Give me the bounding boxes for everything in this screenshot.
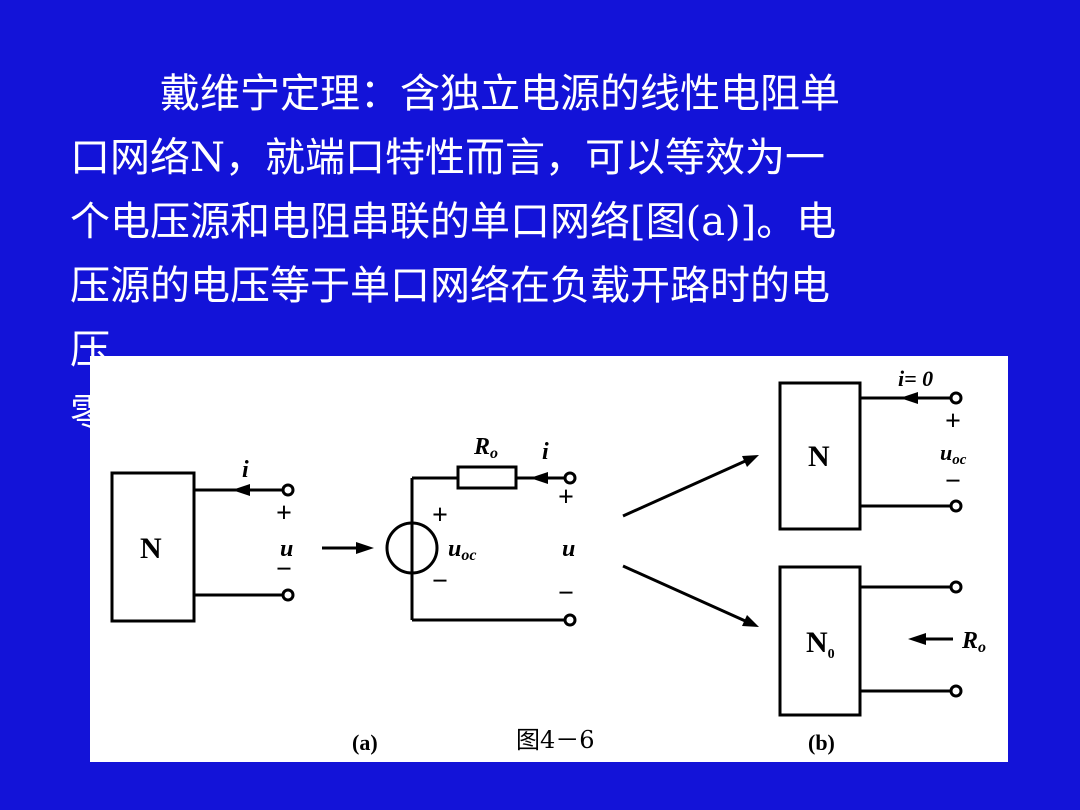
plus-sign-left: + xyxy=(276,498,292,529)
network-n0-label: N0 xyxy=(806,626,835,662)
equivalence-arrow xyxy=(356,542,374,554)
arrow-to-open-circuit xyxy=(742,455,759,467)
resistor-r0 xyxy=(456,465,518,490)
minus-sign-mid: − xyxy=(558,578,574,609)
minus-sign-source: − xyxy=(432,566,448,597)
terminal-oc-bottom xyxy=(949,499,963,513)
theorem-paragraph: 戴维宁定理：含独立电源的线性电阻单 口网络N，就端口特性而言，可以等效为一 个电… xyxy=(70,62,1030,446)
terminal-bottom-left xyxy=(281,588,295,602)
r0-arrow xyxy=(908,633,926,645)
uoc-label: uoc xyxy=(940,440,967,468)
resistor-r0-label: Ro xyxy=(473,434,498,462)
voltage-u-label-mid: u xyxy=(562,536,575,562)
paragraph-line-2: 口网络N，就端口特性而言，可以等效为一 xyxy=(70,135,825,181)
current-arrow-mid xyxy=(530,472,548,484)
terminal-n0-top xyxy=(949,580,963,594)
terminal-top-left xyxy=(281,483,295,497)
paragraph-line-3: 个电压源和电阻串联的单口网络[图(a)]。电 xyxy=(70,199,837,245)
zero-current-label: i= 0 xyxy=(898,366,933,391)
plus-sign-oc: + xyxy=(945,406,961,437)
circuit-figure: N i + u − Ro i + uoc − + u − N i= 0 + uo… xyxy=(90,356,1008,762)
paragraph-line-4: 压源的电压等于单口网络在负载开路时的电 xyxy=(70,263,830,309)
minus-sign-oc: − xyxy=(945,466,961,497)
plus-sign-mid: + xyxy=(558,482,574,513)
current-i-label-mid: i xyxy=(542,439,549,465)
circuit-diagram: N i + u − Ro i + uoc − + u − N i= 0 + uo… xyxy=(110,366,986,755)
arrow-to-dead-network xyxy=(742,615,759,627)
network-n-label: N xyxy=(140,532,162,565)
minus-sign-left: − xyxy=(276,554,292,585)
label-a: (a) xyxy=(352,730,378,755)
network-n-box xyxy=(110,471,196,623)
terminal-bottom-mid xyxy=(563,613,577,627)
paragraph-line-1: 戴维宁定理：含独立电源的线性电阻单 xyxy=(160,71,840,117)
network-n-open-label: N xyxy=(808,440,830,473)
zero-current-arrow xyxy=(900,392,918,404)
current-i-label-left: i xyxy=(242,457,249,483)
label-b: (b) xyxy=(808,730,835,755)
source-uoc-label: uoc xyxy=(448,536,476,564)
figure-caption: 图4－6 xyxy=(516,726,595,754)
terminal-top-mid xyxy=(563,471,577,485)
network-n0-box xyxy=(778,565,862,717)
network-n-open-box xyxy=(778,381,862,531)
voltage-u-label-left: u xyxy=(280,536,293,562)
r0-label-right: Ro xyxy=(961,628,986,656)
terminal-n0-bottom xyxy=(949,684,963,698)
current-arrow-left xyxy=(232,484,250,496)
plus-sign-source: + xyxy=(432,500,448,531)
terminal-oc-top xyxy=(949,391,963,405)
